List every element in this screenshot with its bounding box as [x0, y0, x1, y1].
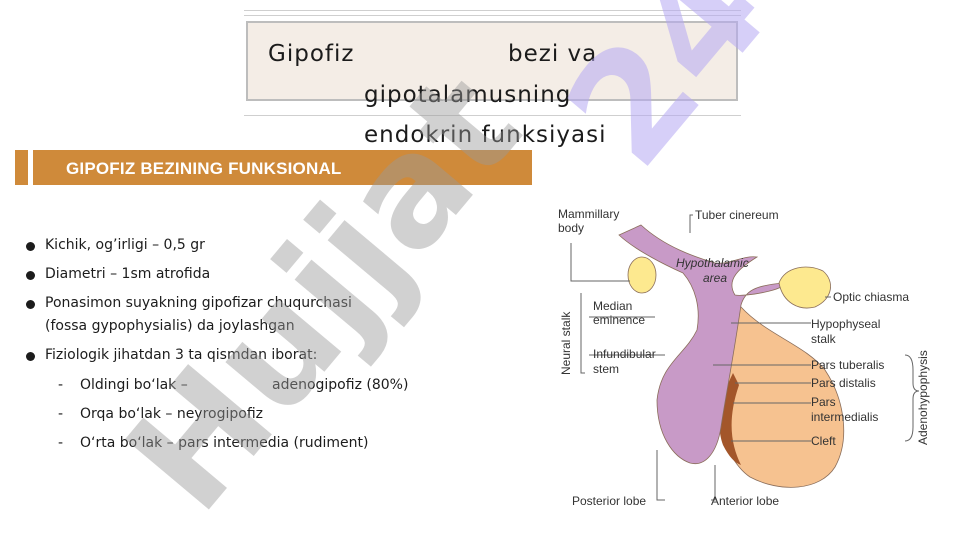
bullet-parts: Fiziologik jihatdan 3 ta qismdan iborat:	[45, 347, 318, 363]
section-header: GIPOFIZ BEZINING FUNKSIONAL	[66, 159, 342, 178]
label-cleft: Cleft	[811, 434, 836, 448]
label-median-1: Median	[593, 299, 632, 313]
label-posterior: Posterior lobe	[572, 494, 646, 508]
bullet-location: Ponasimon suyakning gipofizar chuqurchas…	[45, 295, 352, 311]
label-infundibular-2: stem	[593, 362, 619, 376]
title-top-rule	[244, 10, 741, 11]
sub-item-anterior-right: adenogipofiz (80%)	[272, 377, 409, 393]
label-hypophyseal-1: Hypophyseal	[811, 317, 880, 331]
label-intermedialis-2: intermedialis	[811, 410, 878, 424]
label-hypothalamic-2: area	[703, 271, 727, 285]
label-infundibular-1: Infundibular	[593, 347, 656, 361]
label-mammillary-2: body	[558, 221, 584, 235]
label-intermedialis-1: Pars	[811, 395, 836, 409]
bullet-dot	[26, 271, 35, 280]
watermark-word: Hujjat	[94, 42, 554, 540]
title-box	[246, 21, 738, 101]
label-adeno: Adenohypophysis	[916, 350, 930, 445]
neurohypophysis-shape	[618, 224, 786, 465]
bullet-weight: Kichik, og’irligi – 0,5 gr	[45, 237, 205, 253]
title-bottom-rule	[244, 115, 741, 116]
label-neural-stalk: Neural stalk	[559, 311, 573, 375]
title-line2: gipotalamusning	[364, 82, 572, 108]
sub-dash: -	[58, 377, 64, 393]
label-hypothalamic-1: Hypothalamic	[676, 256, 749, 270]
label-tuber: Tuber cinereum	[695, 208, 779, 222]
sub-item-anterior-left: Oldingi bo‘lak –	[80, 377, 188, 393]
title-line1-right: bezi va	[508, 41, 598, 67]
sub-item-intermediate: O‘rta bo‘lak – pars intermedia (rudiment…	[80, 435, 369, 451]
label-tuberalis: Pars tuberalis	[811, 358, 884, 372]
optic-chiasma-shape	[778, 266, 831, 309]
section-header-band	[15, 150, 532, 185]
bullet-dot	[26, 242, 35, 251]
bullet-location-cont: (fossa gypophysialis) da joylashgan	[45, 318, 295, 334]
title-line1-left: Gipofiz	[268, 41, 355, 67]
label-anterior: Anterior lobe	[711, 494, 779, 508]
label-distalis: Pars distalis	[811, 376, 876, 390]
leader-lines	[570, 214, 831, 501]
sub-dash: -	[58, 406, 64, 422]
adenohypophysis-brace	[904, 354, 920, 442]
bullet-diameter: Diametri – 1sm atrofida	[45, 266, 211, 282]
title-top-rule-2	[244, 15, 741, 16]
label-hypophyseal-2: stalk	[811, 332, 837, 346]
bullet-dot	[26, 352, 35, 361]
label-mammillary-1: Mammillary	[558, 207, 619, 221]
pituitary-diagram: Mammillary body Tuber cinereum Hypothala…	[558, 207, 930, 508]
mammillary-body-shape	[627, 256, 657, 294]
sub-item-posterior: Orqa bo‘lak – neyrogipofiz	[80, 406, 264, 422]
label-median-2: eminence	[593, 313, 645, 327]
section-header-notch	[28, 150, 33, 185]
label-optic: Optic chiasma	[833, 290, 909, 304]
title-line3: endokrin funksiyasi	[364, 122, 607, 148]
sub-dash: -	[58, 435, 64, 451]
bullet-dot	[26, 300, 35, 309]
